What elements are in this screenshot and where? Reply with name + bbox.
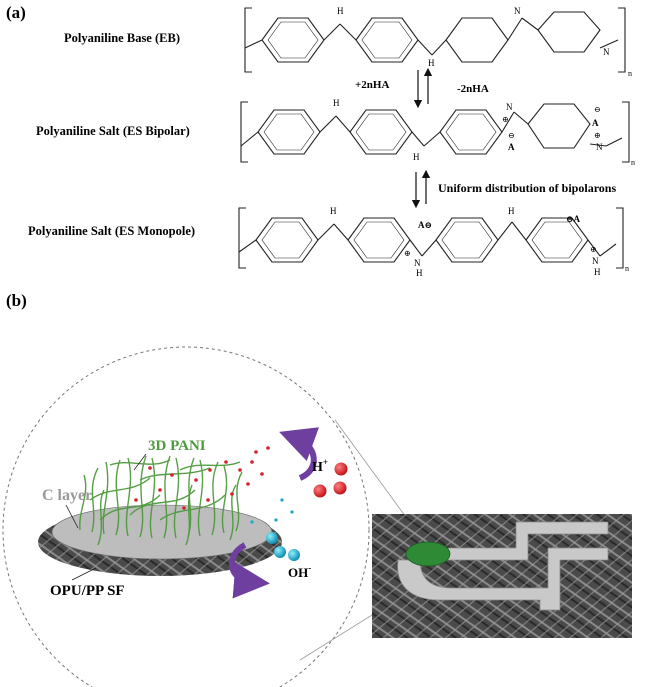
esm-n2: N — [592, 256, 599, 266]
electrode-lower-trace — [397, 547, 609, 611]
h-ion-label: H+ — [312, 457, 328, 475]
esm-h1: H — [330, 206, 337, 216]
panel-a-label: (a) — [6, 3, 26, 22]
esb-minus1: ⊖ — [508, 131, 515, 140]
esb-h1: H — [333, 98, 340, 108]
pani-electrode-dot — [405, 541, 451, 567]
oh-ion-arrow — [228, 542, 270, 599]
esm-minusa: ⊖A — [566, 214, 581, 224]
ion-dots — [134, 446, 294, 524]
esb-plus2: ⊕ — [594, 131, 601, 140]
oh-ion-label: OH- — [288, 563, 311, 580]
c-layer-leader — [65, 504, 79, 529]
eb-h1: H — [337, 6, 344, 16]
esb-h2: H — [413, 152, 420, 162]
device-image — [372, 514, 632, 638]
reagent-left: +2nHA — [355, 79, 389, 91]
esb-n1: N — [506, 102, 513, 112]
pani-leader — [133, 453, 147, 471]
esb-n2: N — [596, 142, 603, 152]
eb-n1: N — [514, 6, 521, 16]
esm-h3: H — [416, 268, 423, 278]
row-label-es-monopole: Polyaniline Salt (ES Monopole) — [28, 224, 195, 238]
esb-minus2: ⊖ — [594, 105, 601, 114]
zoom-circle — [2, 346, 370, 687]
electrode-upper-trace — [439, 521, 609, 561]
oh-ion-spheres — [266, 532, 300, 561]
pani-fibers — [79, 455, 243, 546]
eb-structure — [244, 7, 626, 73]
substrate-disk — [38, 504, 282, 576]
esb-n-subscript: n — [631, 158, 635, 167]
esm-plus2: ⊕ — [590, 245, 597, 254]
esm-n1: N — [414, 258, 421, 268]
es-bipolar-structure — [240, 101, 630, 163]
reagent-right: -2nHA — [457, 83, 489, 95]
pani-label: 3D PANI — [148, 438, 206, 454]
h-ion-arrow — [279, 427, 320, 481]
esm-h4: H — [594, 267, 601, 277]
eb-n-subscript: n — [628, 69, 632, 78]
substrate-label: OPU/PP SF — [50, 583, 125, 599]
eb-h2: H — [428, 58, 435, 68]
esb-a2: A — [592, 118, 599, 128]
row-label-eb: Polyaniline Base (EB) — [64, 31, 180, 45]
substrate-leader — [71, 567, 97, 581]
eb-n2: N — [603, 47, 610, 57]
esm-n-subscript: n — [625, 264, 629, 273]
row-label-es-bipolar: Polyaniline Salt (ES Bipolar) — [36, 124, 190, 138]
es-monopole-structure — [238, 207, 624, 269]
h-ion-spheres — [313, 462, 348, 498]
bipolaron-note: Uniform distribution of bipolarons — [438, 181, 616, 195]
c-layer-label: C layer — [42, 487, 92, 504]
panel-b-label: (b) — [6, 291, 27, 310]
esb-a1: A — [508, 142, 515, 152]
esm-h2: H — [508, 206, 515, 216]
esb-plus1: ⊕ — [502, 115, 509, 124]
esm-plus1: ⊕ — [404, 249, 411, 258]
esm-aminus: A⊖ — [418, 220, 432, 230]
